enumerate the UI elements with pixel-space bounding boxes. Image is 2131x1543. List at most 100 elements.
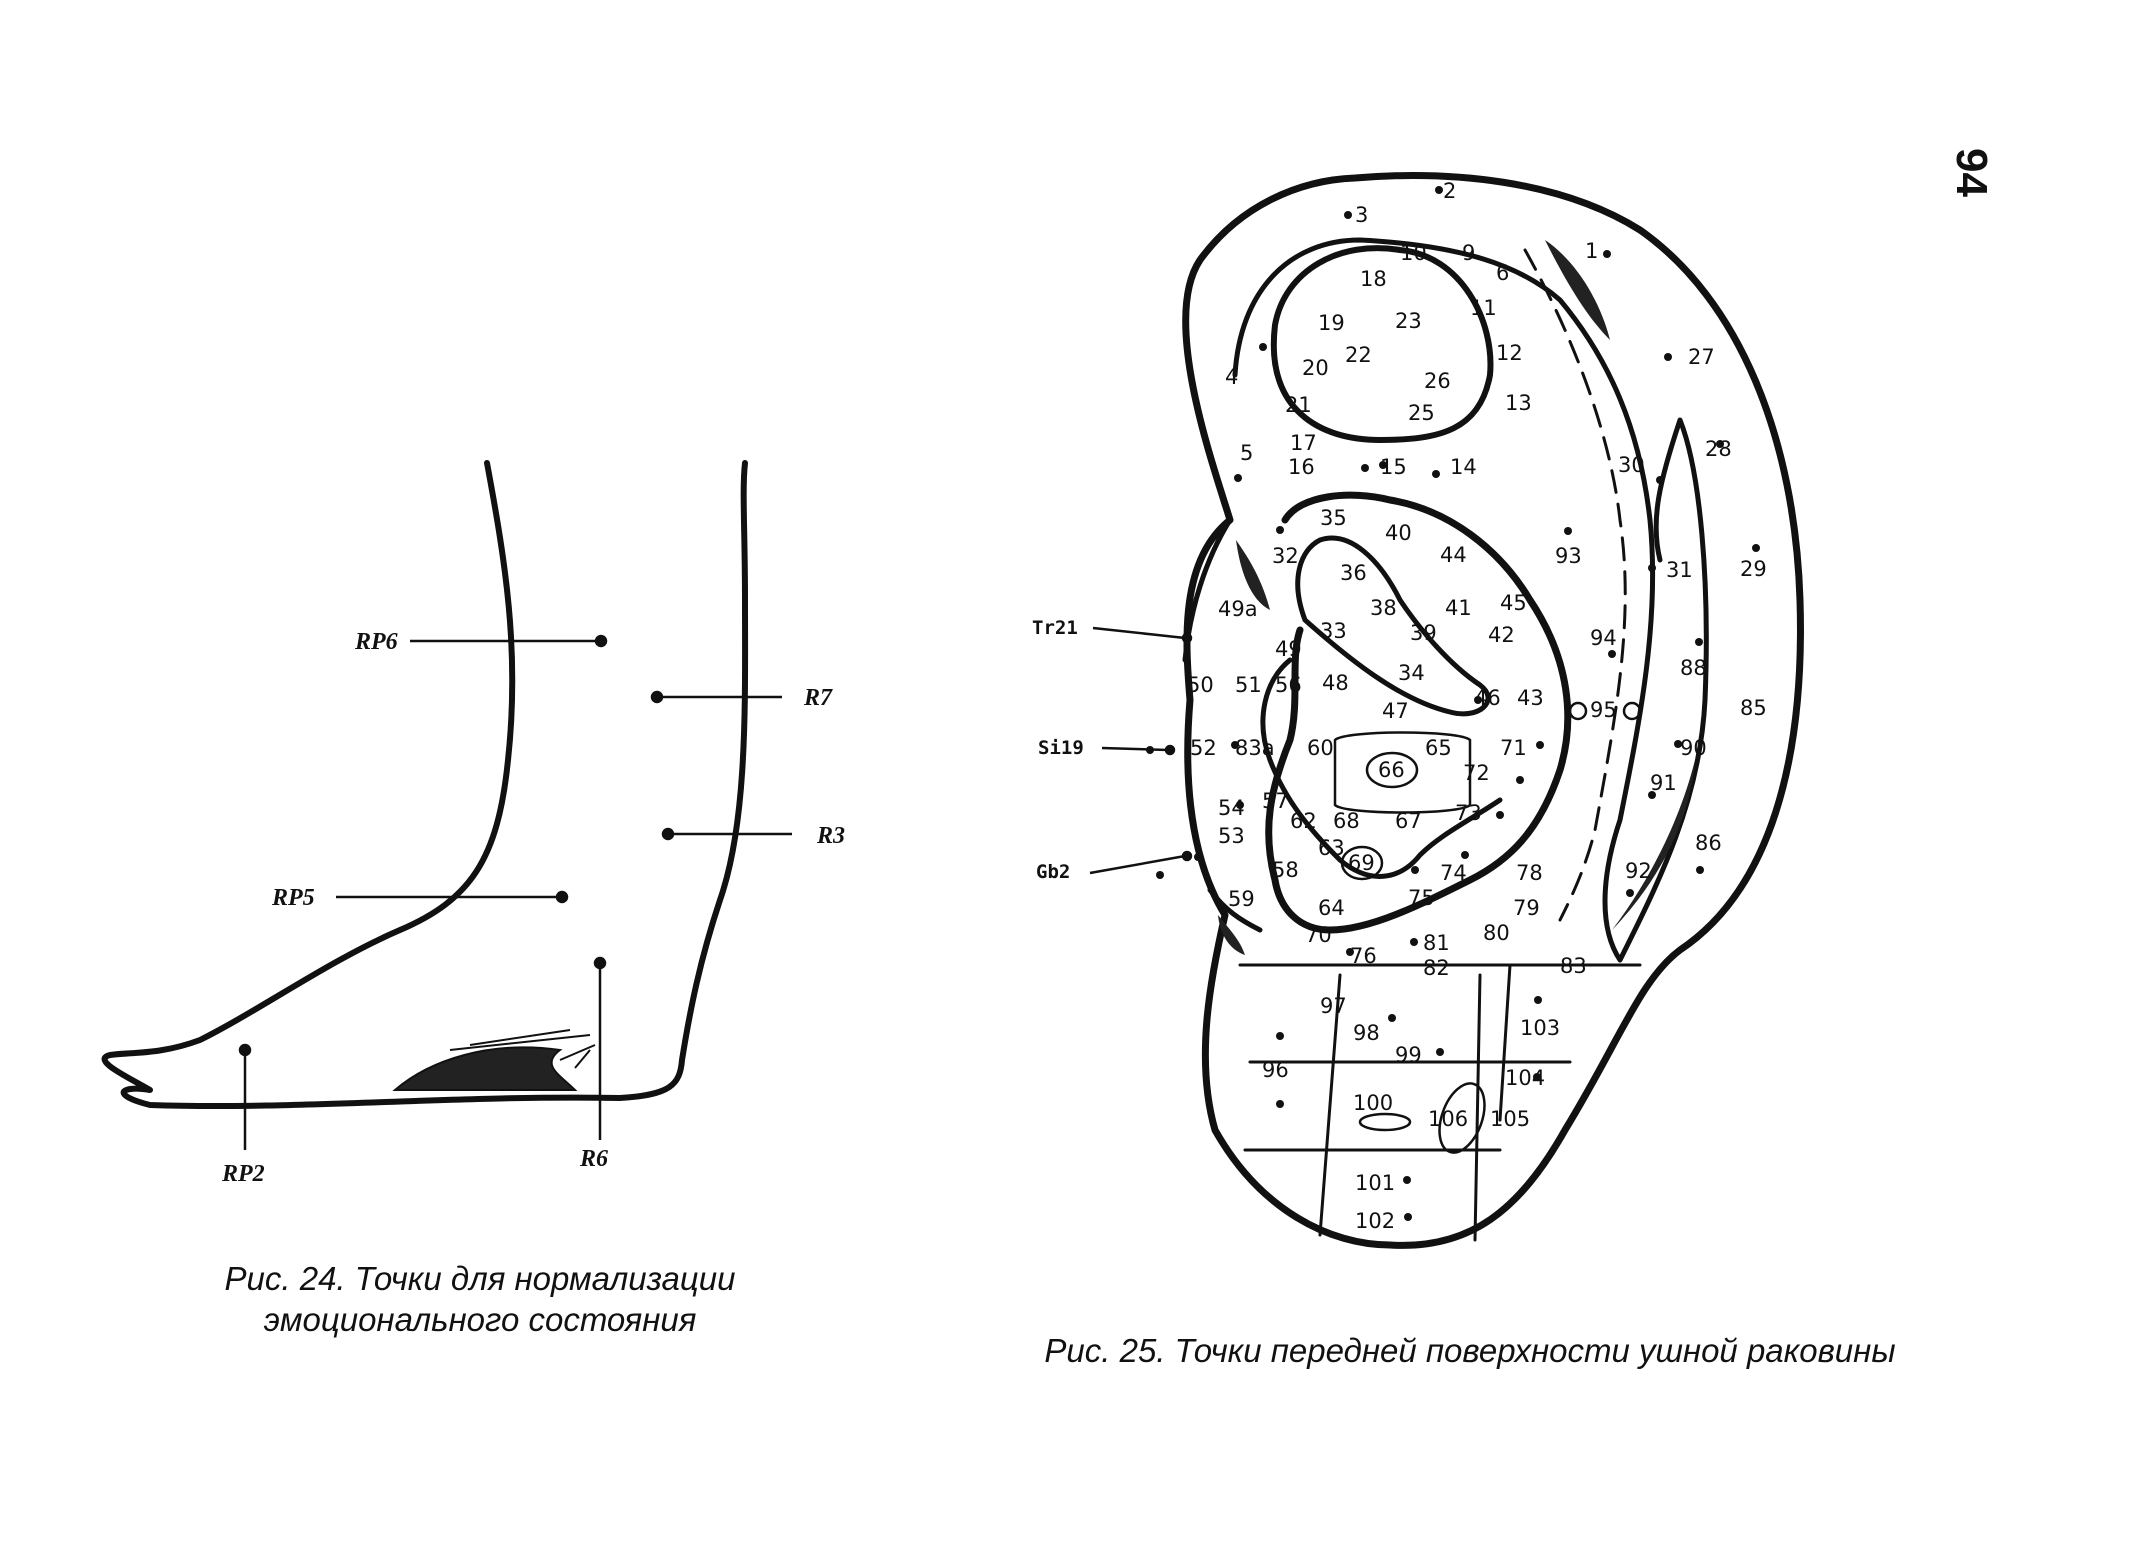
label-R6: R6 bbox=[579, 1146, 608, 1172]
point-56: 56 bbox=[1275, 673, 1302, 697]
point-9: 9 bbox=[1462, 241, 1475, 265]
point-22: 22 bbox=[1345, 343, 1372, 367]
point-40: 40 bbox=[1385, 521, 1412, 545]
point-104: 104 bbox=[1505, 1066, 1545, 1090]
point-48: 48 bbox=[1322, 671, 1349, 695]
point-105: 105 bbox=[1490, 1107, 1530, 1131]
point-100: 100 bbox=[1353, 1091, 1393, 1115]
point-21: 21 bbox=[1285, 393, 1312, 417]
point-86: 86 bbox=[1695, 831, 1722, 855]
point-41: 41 bbox=[1445, 596, 1472, 620]
label-Gb2: Gb2 bbox=[1036, 861, 1070, 883]
point-81: 81 bbox=[1423, 931, 1450, 955]
point-65: 65 bbox=[1425, 736, 1452, 760]
point-47: 47 bbox=[1382, 699, 1409, 723]
point-27: 27 bbox=[1688, 345, 1715, 369]
point-70: 70 bbox=[1305, 923, 1332, 947]
point-30: 30 bbox=[1618, 453, 1645, 477]
point-51: 51 bbox=[1235, 673, 1262, 697]
point-69: 69 bbox=[1348, 851, 1375, 875]
point-80: 80 bbox=[1483, 921, 1510, 945]
point-31: 31 bbox=[1666, 558, 1693, 582]
point-2: 2 bbox=[1443, 179, 1456, 203]
figure-24-caption-line1: Рис. 24. Точки для нормализации bbox=[224, 1260, 736, 1297]
point-96: 96 bbox=[1262, 1058, 1289, 1082]
point-3: 3 bbox=[1355, 203, 1368, 227]
point-66: 66 bbox=[1378, 758, 1405, 782]
point-1: 1 bbox=[1585, 239, 1598, 263]
point-95: 95 bbox=[1590, 698, 1617, 722]
point-45: 45 bbox=[1500, 591, 1527, 615]
point-4: 4 bbox=[1225, 365, 1238, 389]
point-46: 46 bbox=[1474, 686, 1501, 710]
point-53: 53 bbox=[1218, 824, 1245, 848]
figure-25-caption: Рис. 25. Точки передней поверхности ушно… bbox=[1044, 1332, 1896, 1369]
point-83a: 83a bbox=[1235, 736, 1275, 760]
point-103: 103 bbox=[1520, 1016, 1560, 1040]
point-82: 82 bbox=[1423, 956, 1450, 980]
point-43: 43 bbox=[1517, 686, 1544, 710]
point-68: 68 bbox=[1333, 809, 1360, 833]
point-42: 42 bbox=[1488, 623, 1515, 647]
label-Si19: Si19 bbox=[1038, 737, 1084, 759]
point-91: 91 bbox=[1650, 771, 1677, 795]
point-64: 64 bbox=[1318, 896, 1345, 920]
point-79: 79 bbox=[1513, 896, 1540, 920]
point-12: 12 bbox=[1496, 341, 1523, 365]
point-52: 52 bbox=[1190, 736, 1217, 760]
point-88: 88 bbox=[1680, 656, 1707, 680]
ear-outline bbox=[1182, 172, 1804, 1249]
label-RP2: RP2 bbox=[221, 1161, 265, 1187]
point-32: 32 bbox=[1272, 544, 1299, 568]
point-57: 57 bbox=[1262, 789, 1289, 813]
point-11: 11 bbox=[1470, 296, 1497, 320]
heel-hatching bbox=[392, 1029, 596, 1091]
figure-24-caption: Рис. 24. Точки для нормализации эмоциона… bbox=[140, 1258, 820, 1341]
point-33: 33 bbox=[1320, 619, 1347, 643]
point-50: 50 bbox=[1187, 673, 1214, 697]
point-63: 63 bbox=[1318, 836, 1345, 860]
point-29: 29 bbox=[1740, 557, 1767, 581]
point-44: 44 bbox=[1440, 543, 1467, 567]
point-49: 49 bbox=[1275, 637, 1302, 661]
point-62: 62 bbox=[1290, 809, 1317, 833]
ear-shading bbox=[1218, 240, 1695, 955]
point-16: 16 bbox=[1288, 455, 1315, 479]
point-78: 78 bbox=[1516, 861, 1543, 885]
foot-points bbox=[238, 634, 792, 1150]
point-39: 39 bbox=[1410, 621, 1437, 645]
point-73: 73 bbox=[1455, 801, 1482, 825]
page-number: 94 bbox=[1947, 148, 1996, 197]
ear-side-leaders bbox=[1089, 626, 1193, 875]
point-28: 28 bbox=[1705, 437, 1732, 461]
ear-point-labels: 1 2 3 4 5 6 9 10 11 12 13 14 15 16 17 18… bbox=[1187, 179, 1767, 1233]
ear-point-rings bbox=[1333, 701, 1642, 1154]
point-26: 26 bbox=[1424, 369, 1451, 393]
label-RP5: RP5 bbox=[271, 885, 315, 911]
point-93: 93 bbox=[1555, 544, 1582, 568]
point-14: 14 bbox=[1450, 455, 1477, 479]
point-106: 106 bbox=[1428, 1107, 1468, 1131]
label-Tr21: Tr21 bbox=[1032, 617, 1078, 639]
label-R3: R3 bbox=[816, 823, 845, 849]
point-97: 97 bbox=[1320, 994, 1347, 1018]
point-13: 13 bbox=[1505, 391, 1532, 415]
point-15: 15 bbox=[1380, 455, 1407, 479]
point-35: 35 bbox=[1320, 506, 1347, 530]
point-54: 54 bbox=[1218, 796, 1245, 820]
point-75: 75 bbox=[1408, 886, 1435, 910]
point-25: 25 bbox=[1408, 401, 1435, 425]
point-49a: 49a bbox=[1218, 597, 1258, 621]
point-34: 34 bbox=[1398, 661, 1425, 685]
point-76: 76 bbox=[1350, 944, 1377, 968]
foot-drawing bbox=[101, 460, 749, 1110]
point-85: 85 bbox=[1740, 696, 1767, 720]
point-72: 72 bbox=[1463, 761, 1490, 785]
point-10: 10 bbox=[1400, 241, 1427, 265]
ear-point-markers bbox=[1146, 186, 1760, 1221]
point-6: 6 bbox=[1496, 261, 1509, 285]
point-17: 17 bbox=[1290, 431, 1317, 455]
point-19: 19 bbox=[1318, 311, 1345, 335]
point-83: 83 bbox=[1560, 954, 1587, 978]
